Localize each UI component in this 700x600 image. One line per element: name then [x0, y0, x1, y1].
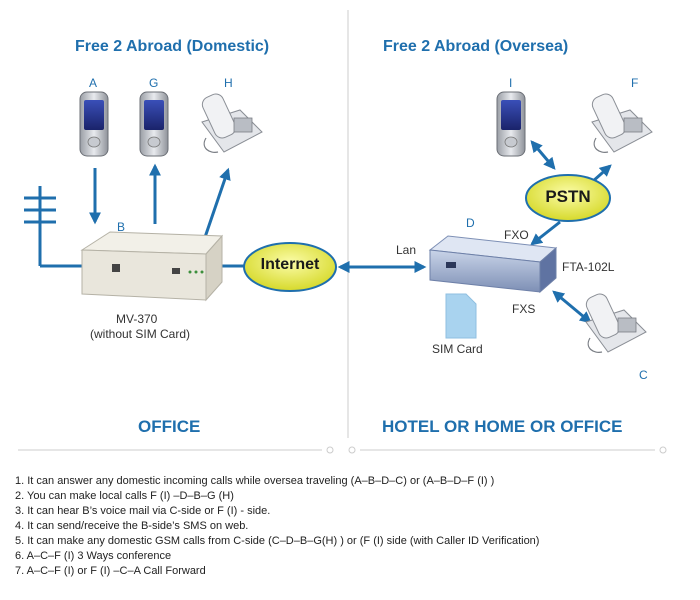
arrow-i-pstn [530, 140, 556, 170]
internet-label: Internet [260, 256, 320, 273]
node-label-h: H [224, 76, 233, 90]
arrow-pstn-fxo [530, 220, 561, 246]
fta102l-label: FTA-102L [562, 260, 615, 274]
arrow-b-h [199, 167, 231, 249]
internet-cloud [243, 242, 337, 292]
mv370-note: (without SIM Card) [90, 327, 191, 341]
office-section-title: OFFICE [138, 417, 201, 436]
antenna-icon [24, 186, 82, 268]
pstn-cloud [525, 174, 611, 222]
sim-card-label: SIM Card [432, 342, 483, 356]
node-label-b: B [117, 220, 126, 234]
node-label-i: I [509, 76, 513, 90]
fta102l-gateway-icon [428, 235, 558, 294]
pstn-label: PSTN [545, 187, 591, 206]
arrow-fxs-c [552, 290, 592, 324]
mobile-phone-icon-a [79, 91, 109, 157]
desk-phone-icon-h [201, 93, 263, 153]
oversea-title: Free 2 Abroad (Oversea) [383, 38, 569, 55]
right-separator-dot-left [348, 446, 356, 454]
fxo-label: FXO [504, 228, 529, 242]
mv370-name: MV-370 [116, 312, 158, 326]
node-label-g: G [149, 76, 159, 90]
mv370-gateway-icon [80, 231, 224, 302]
node-label-a: A [89, 76, 98, 90]
feature-notes-list: 1. It can answer any domestic incoming c… [15, 474, 685, 579]
note-item-2: 2. You can make local calls F (I) –D–B–G… [15, 490, 234, 502]
right-separator-dot [659, 446, 667, 454]
hotel-section-title: HOTEL OR HOME OR OFFICE [382, 417, 623, 436]
desk-phone-icon-c [585, 293, 647, 353]
note-item-7: 7. A–C–F (I) or F (I) –C–A Call Forward [15, 565, 206, 577]
note-item-5: 5. It can make any domestic GSM calls fr… [15, 535, 540, 547]
note-item-1: 1. It can answer any domestic incoming c… [15, 475, 495, 487]
note-item-3: 3. It can hear B’s voice mail via C-side… [15, 505, 271, 517]
note-item-4: 4. It can send/receive the B-side’s SMS … [15, 520, 249, 532]
mobile-phone-icon-i [496, 91, 526, 157]
domestic-title: Free 2 Abroad (Domestic) [75, 38, 270, 55]
sim-card-icon [445, 293, 477, 339]
node-label-f: F [631, 76, 639, 90]
mobile-phone-icon-g [139, 91, 169, 157]
node-label-d: D [466, 216, 475, 230]
fxs-label: FXS [512, 302, 536, 316]
left-separator-dot [326, 446, 334, 454]
lan-label: Lan [396, 243, 417, 257]
node-label-c: C [639, 368, 648, 382]
note-item-6: 6. A–C–F (I) 3 Ways conference [15, 550, 172, 562]
desk-phone-icon-f [591, 93, 653, 153]
